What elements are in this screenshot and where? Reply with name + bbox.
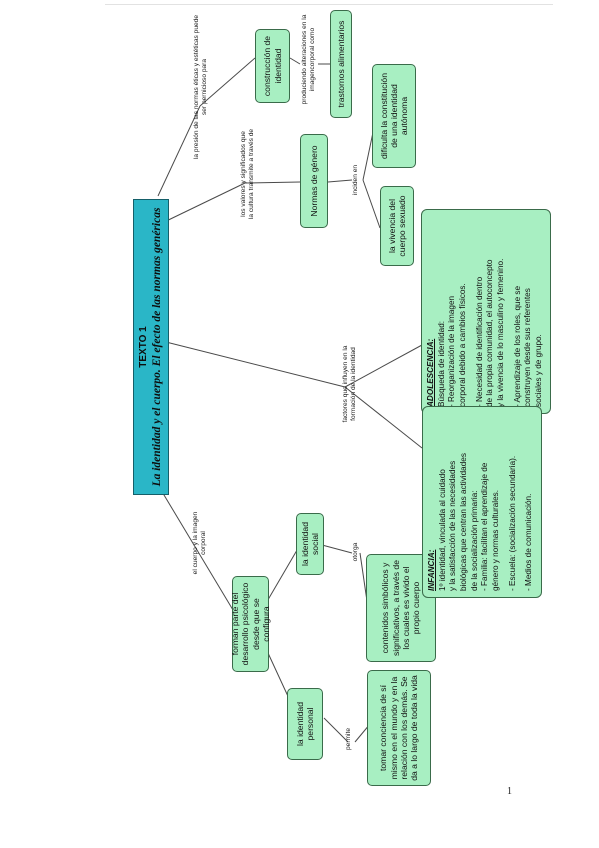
node-normas-genero: Normas de género — [300, 134, 328, 228]
infancia-line: género y normas culturales. — [490, 489, 500, 591]
connector-valores-normas — [244, 181, 301, 184]
node-identidad-social: la identidad social — [296, 513, 324, 575]
infancia-line: - Escuela: (socialización secundaria). — [507, 455, 517, 591]
connector-factores-infancia — [344, 386, 423, 449]
connector-cuerpo-forman — [199, 554, 234, 611]
connector-normas-inciden — [327, 179, 353, 183]
adolescencia-line: corporal debido a cambios físicos. — [457, 283, 467, 407]
adolescencia-line: y la vivencia de lo masculino y femenino… — [495, 258, 505, 407]
node-vivencia-cuerpo: la vivencia del cuerpo sexuado — [380, 186, 414, 266]
page-top-rule — [105, 4, 553, 5]
connector-construccion-produciendo — [289, 57, 301, 65]
adolescencia-line: sociales y de grupo. — [533, 334, 543, 407]
node-tomar-conciencia: tomar conciencia de sí mismo en el mundo… — [367, 670, 431, 786]
connector-factores-adolescencia — [344, 344, 423, 388]
connector-cuerpo — [157, 484, 201, 556]
node-trastornos-alimentarios: trastornos alimentarios — [330, 10, 352, 118]
adolescencia-line: Búsqueda de identidad: — [436, 320, 446, 407]
connector-inciden-vivencia — [362, 179, 381, 229]
node-forman-parte: forman parte del desarrollo psicológico … — [230, 576, 271, 672]
connector-valores — [157, 182, 246, 226]
title-subtitle: La identidad y el cuerpo. El efecto de l… — [151, 207, 164, 487]
adolescencia-line: - Aprendizaje de los roles, que se — [512, 285, 522, 407]
infancia-line: 1º identidad, vinculada al cuidado — [437, 469, 447, 591]
infancia-line: y la satisfacción de las necesidades — [448, 460, 458, 591]
infancia-line: de la socialización primaria: — [469, 490, 479, 591]
adolescencia-heading: ADOLESCENCIA: — [426, 338, 435, 407]
infancia-line: biológicas que centran las actividades — [458, 453, 468, 591]
adolescencia-box: ADOLESCENCIA: Búsqueda de identidad:- Re… — [421, 209, 551, 414]
infancia-line: - Familia: facilitan el aprendizaje de — [480, 462, 490, 591]
connector-social-otorga — [321, 544, 353, 554]
adolescencia-line: - Reorganización de la imagen — [447, 295, 457, 407]
infancia-heading: INFANCIA: — [427, 549, 436, 591]
infancia-line: - Medios de comunicación. — [524, 493, 534, 591]
link-label-permite: permite — [345, 728, 353, 750]
adolescencia-line: de la propia comunidad, el autoconcepto — [485, 259, 495, 407]
node-construccion-identidad: construcción de identidad — [255, 29, 290, 103]
link-label-produciendo: produciendo alteraciones en la imagencor… — [301, 14, 316, 105]
title-label: TEXTO 1 — [138, 326, 150, 368]
title-box: TEXTO 1 La identidad y el cuerpo. El efe… — [133, 199, 169, 495]
connector-factores — [157, 339, 346, 388]
link-label-presion: la presión de las normas éticas y estéti… — [193, 14, 208, 160]
connector-presion-node — [199, 57, 256, 107]
node-dificulta-identidad: dificulta la constitución de una identid… — [372, 64, 416, 168]
page-number: 1 — [507, 786, 512, 797]
connector-presion — [157, 105, 201, 197]
adolescencia-lines: Búsqueda de identidad:- Reorganización d… — [437, 216, 545, 407]
link-label-otorga: otorga — [352, 542, 360, 562]
infancia-box: INFANCIA: 1º identidad, vinculada al cui… — [422, 406, 542, 598]
link-label-valores: los valores y significados que la cultur… — [240, 128, 255, 220]
adolescencia-line: construyen desde sus referentes — [523, 288, 533, 407]
link-label-cuerpo: el cuerpo y la imagen corporal — [192, 511, 207, 575]
connector-personal-permite — [323, 717, 349, 743]
adolescencia-line: - Necesidad de identificación dentro — [474, 276, 484, 407]
link-label-factores: factores que influyen en la formación de… — [342, 345, 357, 423]
link-label-inciden: inciden en — [352, 164, 360, 196]
node-identidad-personal: la identidad personal — [287, 688, 323, 760]
